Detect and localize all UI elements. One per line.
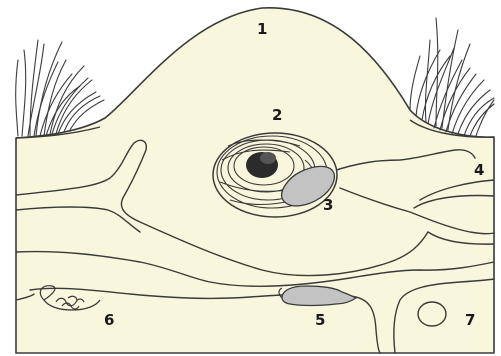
grass-left [16, 40, 104, 136]
hollow-chamber [418, 302, 446, 326]
label-nest: 2 [272, 106, 282, 124]
label-mound: 1 [257, 20, 267, 38]
label-nest-chamber: 3 [323, 196, 333, 214]
label-mole: 5 [315, 311, 325, 329]
grass-right [410, 18, 494, 136]
label-food-store: 6 [104, 311, 114, 329]
label-hollow: 7 [465, 311, 475, 329]
label-tunnel-right: 4 [474, 161, 484, 179]
